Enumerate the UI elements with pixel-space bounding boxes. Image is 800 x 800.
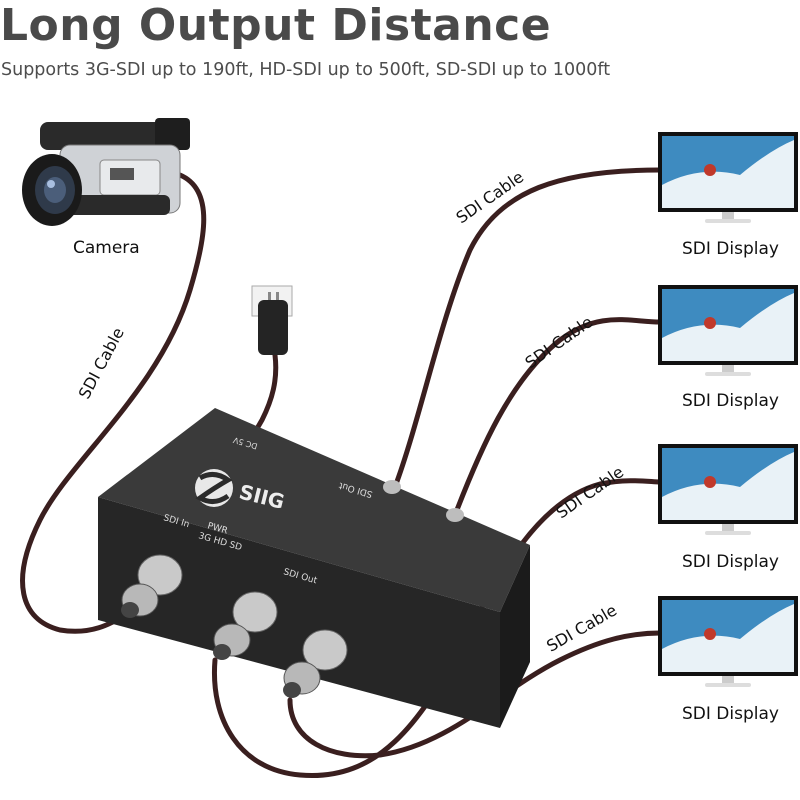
- page-title: Long Output Distance: [0, 0, 552, 51]
- bnc-connector-top-2: [446, 508, 464, 522]
- camera-label: Camera: [73, 238, 140, 258]
- display-icon-4: [658, 596, 798, 687]
- bnc-connector-out-2: [283, 629, 348, 698]
- display-label-4: SDI Display: [682, 704, 779, 724]
- page-subtitle: Supports 3G-SDI up to 190ft, HD-SDI up t…: [1, 60, 611, 80]
- display-label-2: SDI Display: [682, 391, 779, 411]
- display-label-1: SDI Display: [682, 239, 779, 259]
- siig-logo: [195, 469, 233, 507]
- bnc-connector-out-1: [213, 591, 278, 660]
- cables: [20, 167, 663, 779]
- power-plug-icon: [251, 285, 293, 355]
- cable-display-2: [452, 317, 663, 518]
- cable-camera-in: [20, 172, 207, 634]
- display-icon-3: [658, 444, 798, 535]
- display-icon-2: [658, 285, 798, 376]
- display-icon-1: [658, 132, 798, 223]
- sdi-splitter-device: [98, 408, 530, 728]
- cable-display-1: [392, 167, 663, 490]
- bnc-connector-top-1: [383, 480, 401, 494]
- display-label-3: SDI Display: [682, 552, 779, 572]
- bnc-connector-in: [121, 554, 183, 618]
- camera-icon: [22, 118, 190, 226]
